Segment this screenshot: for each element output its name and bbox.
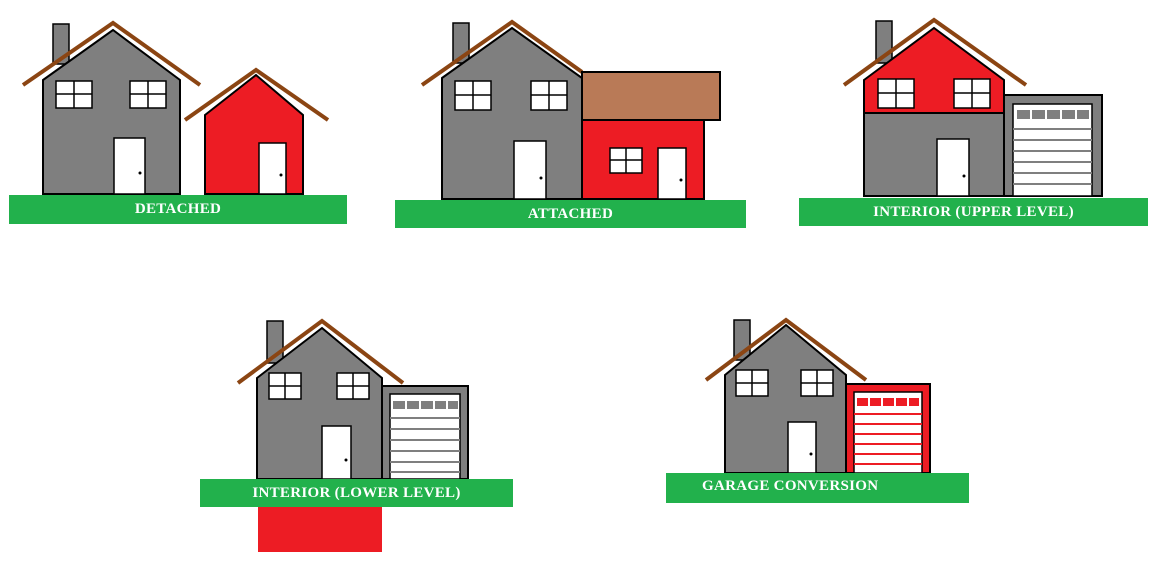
window bbox=[268, 372, 302, 400]
attached-illustration bbox=[420, 19, 721, 200]
garage-door-panels bbox=[1013, 128, 1092, 185]
main-house-wall bbox=[863, 112, 1005, 197]
window bbox=[609, 147, 643, 174]
lower-level-accent bbox=[258, 507, 382, 552]
garage-door-panels bbox=[854, 413, 922, 465]
window bbox=[953, 78, 991, 109]
detached-illustration bbox=[21, 20, 330, 195]
window bbox=[55, 80, 93, 109]
window bbox=[129, 80, 167, 109]
main-house-roof bbox=[704, 317, 868, 382]
window bbox=[877, 78, 915, 109]
main-house-roof bbox=[236, 318, 405, 385]
door bbox=[787, 421, 817, 474]
interior-upper-illustration bbox=[842, 17, 1103, 197]
door bbox=[113, 137, 146, 195]
panel-attached: ATTACHED bbox=[390, 0, 760, 240]
main-house-roof bbox=[842, 17, 1028, 87]
panel-interior-upper: INTERIOR (UPPER LEVEL) bbox=[790, 0, 1160, 240]
ground-label: INTERIOR (UPPER LEVEL) bbox=[799, 198, 1148, 226]
garage-door-windows bbox=[393, 401, 458, 409]
garage-conversion-illustration bbox=[704, 317, 931, 474]
door bbox=[936, 138, 970, 197]
garage-door-windows bbox=[1017, 110, 1089, 119]
window bbox=[336, 372, 370, 400]
detached-unit-roof bbox=[183, 67, 330, 122]
garage-door-windows bbox=[857, 398, 919, 406]
ground-label: DETACHED bbox=[9, 195, 347, 224]
garage-door-panels bbox=[390, 417, 460, 473]
attached-unit-roof bbox=[581, 71, 721, 121]
window bbox=[530, 80, 568, 111]
ground-label: INTERIOR (LOWER LEVEL) bbox=[200, 479, 513, 507]
window bbox=[454, 80, 492, 111]
interior-lower-illustration bbox=[236, 318, 469, 552]
door bbox=[513, 140, 547, 200]
panel-detached: DETACHED bbox=[0, 0, 360, 240]
panel-garage-conversion: GARAGE CONVERSION bbox=[660, 310, 980, 510]
door bbox=[258, 142, 287, 195]
window bbox=[735, 369, 769, 397]
ground-label: GARAGE CONVERSION bbox=[666, 473, 969, 503]
ground-label: ATTACHED bbox=[395, 200, 746, 228]
window bbox=[800, 369, 834, 397]
main-house-roof bbox=[21, 20, 202, 87]
main-house-roof bbox=[420, 19, 584, 87]
door bbox=[321, 425, 352, 480]
door bbox=[657, 147, 687, 200]
panel-interior-lower: INTERIOR (LOWER LEVEL) bbox=[195, 310, 525, 560]
